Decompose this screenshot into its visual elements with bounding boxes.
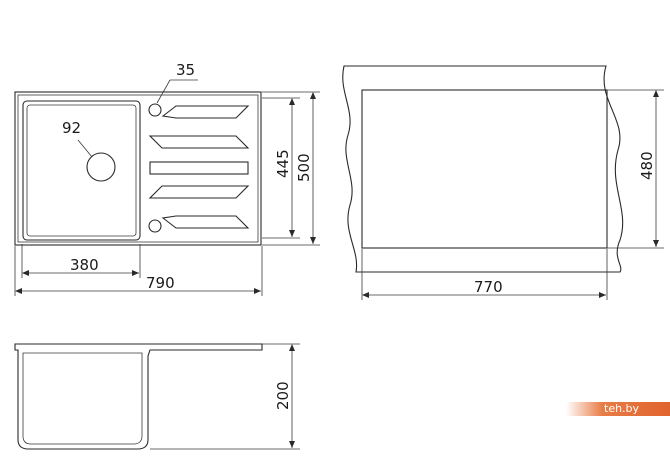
cutout-height-label: 480 (638, 151, 656, 180)
drain-rib (148, 185, 250, 199)
drain-rib (161, 105, 250, 119)
drain-leader (77, 139, 93, 158)
bowl-width-label: 380 (70, 256, 99, 274)
sink-outline (14, 91, 262, 246)
watermark-bar (566, 402, 670, 416)
cutout-view (342, 65, 624, 273)
drain-diameter-label: 92 (62, 119, 81, 137)
drain-rib (149, 161, 249, 175)
countertop-outline (342, 65, 624, 273)
side-profile-inner (22, 352, 143, 445)
faucet-hole (148, 103, 162, 117)
sink-inner-rim (17, 94, 259, 243)
depth-label: 200 (274, 381, 292, 410)
faucet-hole-label: 35 (176, 61, 195, 79)
watermark-text: teh.by (604, 402, 640, 415)
sink-bowl (22, 100, 141, 241)
drain-rib (161, 215, 250, 229)
faucet-leader (156, 79, 171, 104)
total-width-label: 790 (146, 274, 175, 292)
cutout-width-label: 770 (474, 278, 503, 296)
side-view (14, 343, 263, 450)
inner-height-label: 445 (274, 149, 292, 178)
drain-hole (86, 152, 116, 182)
drain-rib (148, 135, 250, 149)
total-height-label: 500 (295, 153, 313, 182)
sink-top-view (14, 91, 262, 246)
side-profile-outer (14, 343, 263, 450)
faucet-hole-alt (148, 219, 162, 233)
cutout-rect (361, 89, 608, 249)
sink-bowl-inner (26, 104, 137, 237)
